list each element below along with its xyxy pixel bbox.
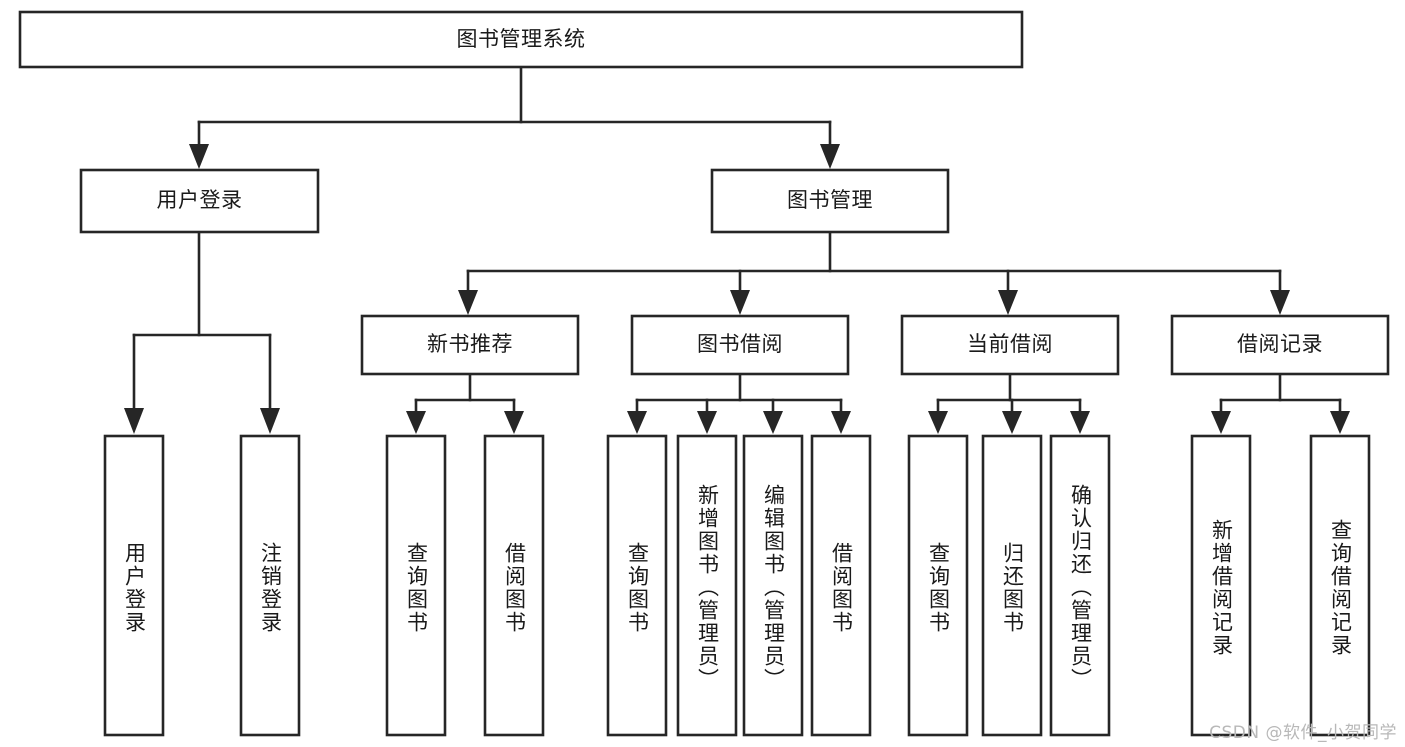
node-box-leaf-confirm-return-admin[interactable]	[1049, 434, 1111, 737]
arrow-head-leaf-add-borrow-record	[1211, 411, 1231, 434]
arrow-head-leaf-query-borrow-record	[1330, 411, 1350, 434]
node-box-current-borrow[interactable]	[900, 314, 1120, 376]
arrow-head-user-login	[189, 144, 209, 169]
arrow-head-book-manage	[820, 144, 840, 169]
node-box-user-login[interactable]	[79, 168, 320, 234]
arrow-head-leaf-query-book-borrow	[627, 411, 647, 434]
node-box-root[interactable]	[18, 10, 1024, 69]
arrow-head-leaf-query-book-recommend	[406, 411, 426, 434]
node-box-leaf-borrow-book-recommend[interactable]	[483, 434, 545, 737]
arrow-head-borrow-record	[1270, 290, 1290, 315]
node-box-leaf-query-book-current[interactable]	[907, 434, 969, 737]
arrow-head-leaf-add-book-admin	[697, 411, 717, 434]
arrow-head-leaf-return-book	[1002, 411, 1022, 434]
arrow-head-leaf-borrow-book-recommend	[504, 411, 524, 434]
arrow-head-leaf-query-book-current	[928, 411, 948, 434]
node-box-leaf-add-borrow-record[interactable]	[1190, 434, 1252, 737]
node-box-leaf-add-book-admin[interactable]	[676, 434, 738, 737]
node-box-borrow-record[interactable]	[1170, 314, 1390, 376]
node-box-leaf-borrow-book[interactable]	[810, 434, 872, 737]
node-box-leaf-return-book[interactable]	[981, 434, 1043, 737]
arrow-head-leaf-edit-book-admin	[763, 411, 783, 434]
node-box-leaf-user-login[interactable]	[103, 434, 165, 737]
node-box-leaf-logout-login[interactable]	[239, 434, 301, 737]
node-box-leaf-edit-book-admin[interactable]	[742, 434, 804, 737]
node-box-leaf-query-book-borrow[interactable]	[606, 434, 668, 737]
arrow-head-new-book-recommend	[458, 290, 478, 315]
arrow-head-leaf-confirm-return-admin	[1070, 411, 1090, 434]
arrow-head-leaf-logout-login	[260, 408, 280, 434]
arrow-head-leaf-borrow-book	[831, 411, 851, 434]
connector-layer	[124, 65, 1350, 434]
node-box-book-borrow[interactable]	[630, 314, 850, 376]
node-box-new-book-recommend[interactable]	[360, 314, 580, 376]
node-box-leaf-query-borrow-record[interactable]	[1309, 434, 1371, 737]
arrow-head-leaf-user-login	[124, 408, 144, 434]
arrow-head-book-borrow	[730, 290, 750, 315]
watermark-text: CSDN @软件_小贺同学	[1209, 723, 1397, 743]
arrow-head-current-borrow	[998, 290, 1018, 315]
box-layer	[18, 10, 1390, 737]
node-box-book-manage[interactable]	[710, 168, 950, 234]
node-box-leaf-query-book-recommend[interactable]	[385, 434, 447, 737]
